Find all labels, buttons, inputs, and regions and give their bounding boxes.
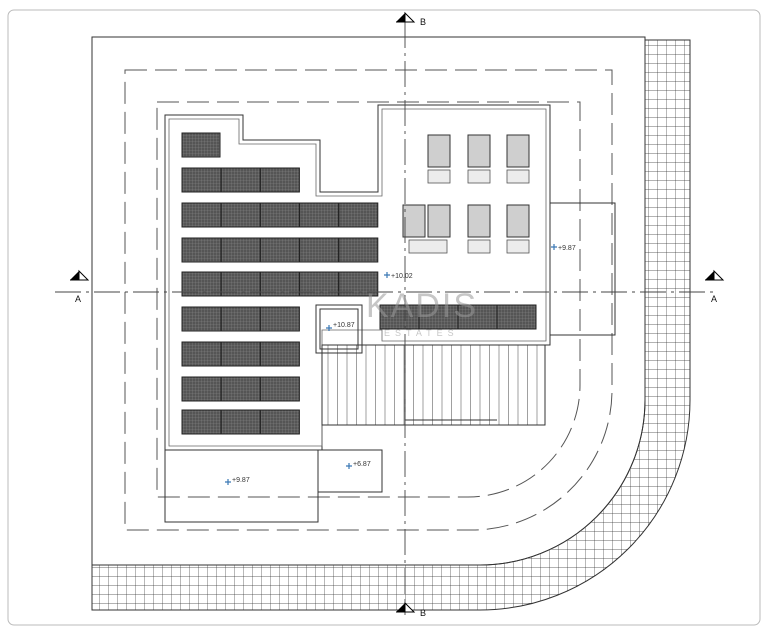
hvac-unit: [467, 204, 491, 238]
solar-panel: [379, 304, 420, 330]
watermark-logo: KADIS: [366, 287, 478, 325]
hvac-base: [408, 239, 448, 254]
elevation-marker-icon: [326, 325, 332, 331]
elevation-label: +10.02: [391, 273, 413, 280]
lift-shaft-inner: [319, 308, 359, 350]
section-marker-bottom: B: [396, 601, 426, 618]
solar-panel: [259, 306, 300, 332]
solar-panel: [181, 132, 221, 158]
solar-panel: [457, 304, 498, 330]
section-marker-left: A: [70, 269, 90, 304]
elevation-label: +6.87: [353, 461, 371, 468]
hvac-unit: [402, 204, 426, 238]
solar-panel: [220, 376, 261, 402]
solar-panel: [259, 167, 300, 193]
watermark-subtitle: ESTATES: [384, 328, 459, 338]
solar-panel: [181, 409, 222, 435]
pergola-slats: [327, 345, 538, 425]
solar-panel: [181, 167, 222, 193]
solar-panel: [181, 306, 222, 332]
hvac-base: [427, 169, 451, 184]
solar-panel: [259, 202, 300, 228]
elevation-label: +9.87: [232, 477, 250, 484]
solar-panel: [259, 341, 300, 367]
solar-panel: [338, 202, 379, 228]
solar-panel: [496, 304, 537, 330]
site-boundary: [91, 36, 646, 566]
setback-line-outer: [124, 69, 613, 531]
hvac-base: [506, 169, 530, 184]
pergola: [321, 344, 546, 426]
elevation-marker-icon: [346, 463, 352, 469]
solar-panel: [299, 237, 340, 263]
section-label-a-right: A: [711, 294, 717, 304]
section-label-b-top: B: [420, 17, 426, 27]
solar-panel: [259, 376, 300, 402]
solar-panel: [220, 341, 261, 367]
solar-panel: [181, 341, 222, 367]
solar-panel: [338, 237, 379, 263]
solar-panel: [220, 306, 261, 332]
elevation-marker-icon: [384, 272, 390, 278]
elevation-marker-icon: [225, 479, 231, 485]
setback-line-inner: [156, 101, 581, 498]
hvac-units: [402, 134, 530, 254]
hvac-unit: [506, 134, 530, 168]
hvac-unit: [467, 134, 491, 168]
solar-panel: [220, 237, 261, 263]
section-label-b-bottom: B: [420, 608, 426, 618]
solar-panel: [259, 237, 300, 263]
terrace-bottom-middle: [317, 449, 383, 493]
solar-panel: [418, 304, 459, 330]
hvac-unit: [427, 134, 451, 168]
terrace-right: [549, 202, 616, 336]
lift-shaft-outer: [315, 304, 363, 354]
hvac-base: [467, 239, 491, 254]
elevation-label: +10.87: [333, 322, 355, 329]
hvac-base: [506, 239, 530, 254]
solar-panel: [181, 202, 222, 228]
solar-panel: [299, 202, 340, 228]
solar-panel: [259, 409, 300, 435]
solar-panel: [220, 202, 261, 228]
elevation-label: +9.87: [558, 245, 576, 252]
solar-panel: [181, 237, 222, 263]
hvac-unit: [427, 204, 451, 238]
solar-panel: [220, 409, 261, 435]
elevation-marker-icon: [551, 244, 557, 250]
hvac-unit: [506, 204, 530, 238]
solar-panel: [181, 376, 222, 402]
section-label-a-left: A: [75, 294, 81, 304]
hvac-base: [467, 169, 491, 184]
section-marker-top: B: [396, 11, 426, 27]
section-marker-right: A: [705, 269, 725, 304]
solar-panel: [220, 167, 261, 193]
